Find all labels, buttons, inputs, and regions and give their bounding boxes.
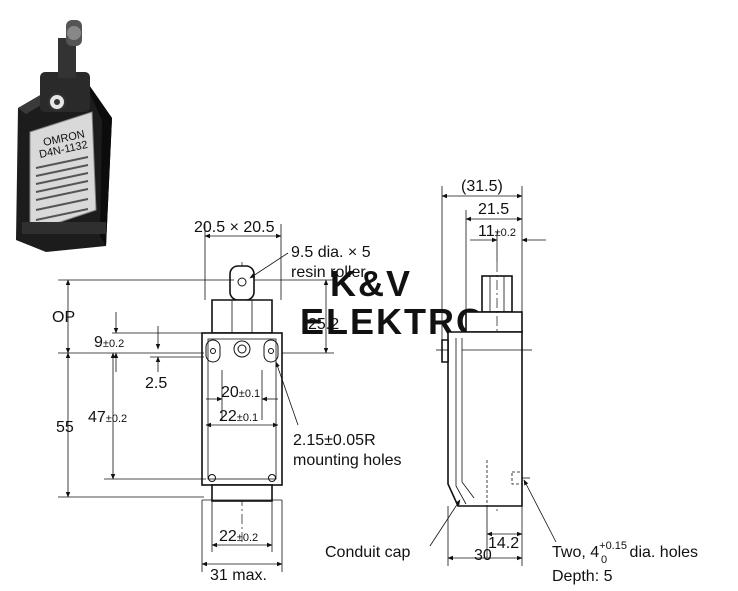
- dim-30: 30: [474, 547, 492, 564]
- dim-14-2: 14.2: [488, 535, 519, 552]
- actuator-head: [211, 299, 273, 334]
- mounting-hole-right: [263, 339, 279, 363]
- roller: [229, 265, 255, 301]
- dim-21-5: 21.5: [478, 201, 509, 218]
- side-view: (31.5) 21.5 11±0.2 14.2 30 Conduit cap T…: [325, 178, 698, 585]
- dim-top-width: 20.5 × 20.5: [194, 219, 275, 236]
- dim-20: 20±0.1: [221, 384, 260, 401]
- holes-note-1: 2.15±0.05R: [293, 432, 376, 449]
- dim-31-max: 31 max.: [210, 567, 267, 584]
- dim-op: OP: [52, 309, 75, 326]
- dim-31-5: (31.5): [461, 178, 503, 195]
- dim-47: 47±0.2: [88, 409, 127, 426]
- product-photo: OMRON D4N-1132: [16, 20, 112, 252]
- side-body: [447, 331, 523, 507]
- dim-11: 11±0.2: [478, 223, 516, 240]
- front-view: 20.5 × 20.5 9.5 dia. × 5 resin roller OP…: [52, 219, 402, 584]
- depth-label: Depth: 5: [552, 568, 613, 585]
- dim-25-2: 25.2: [308, 316, 339, 333]
- mounting-hole-left: [205, 339, 221, 363]
- dim-9: 9±0.2: [94, 334, 124, 351]
- conduit-cap-label: Conduit cap: [325, 544, 410, 561]
- watermark-line-1: K&V: [330, 263, 412, 304]
- roller-note-1: 9.5 dia. × 5: [291, 244, 371, 261]
- dim-55: 55: [56, 419, 74, 436]
- roller-note-2: resin roller: [291, 264, 366, 281]
- switch-body: [201, 332, 283, 486]
- dim-22-inner: 22±0.1: [219, 408, 258, 425]
- holes-note-2: mounting holes: [293, 452, 402, 469]
- dim-2-5: 2.5: [145, 375, 167, 392]
- side-head: [465, 311, 523, 333]
- conduit-boss: [211, 484, 273, 502]
- dim-22-bottom: 22±0.2: [219, 528, 258, 545]
